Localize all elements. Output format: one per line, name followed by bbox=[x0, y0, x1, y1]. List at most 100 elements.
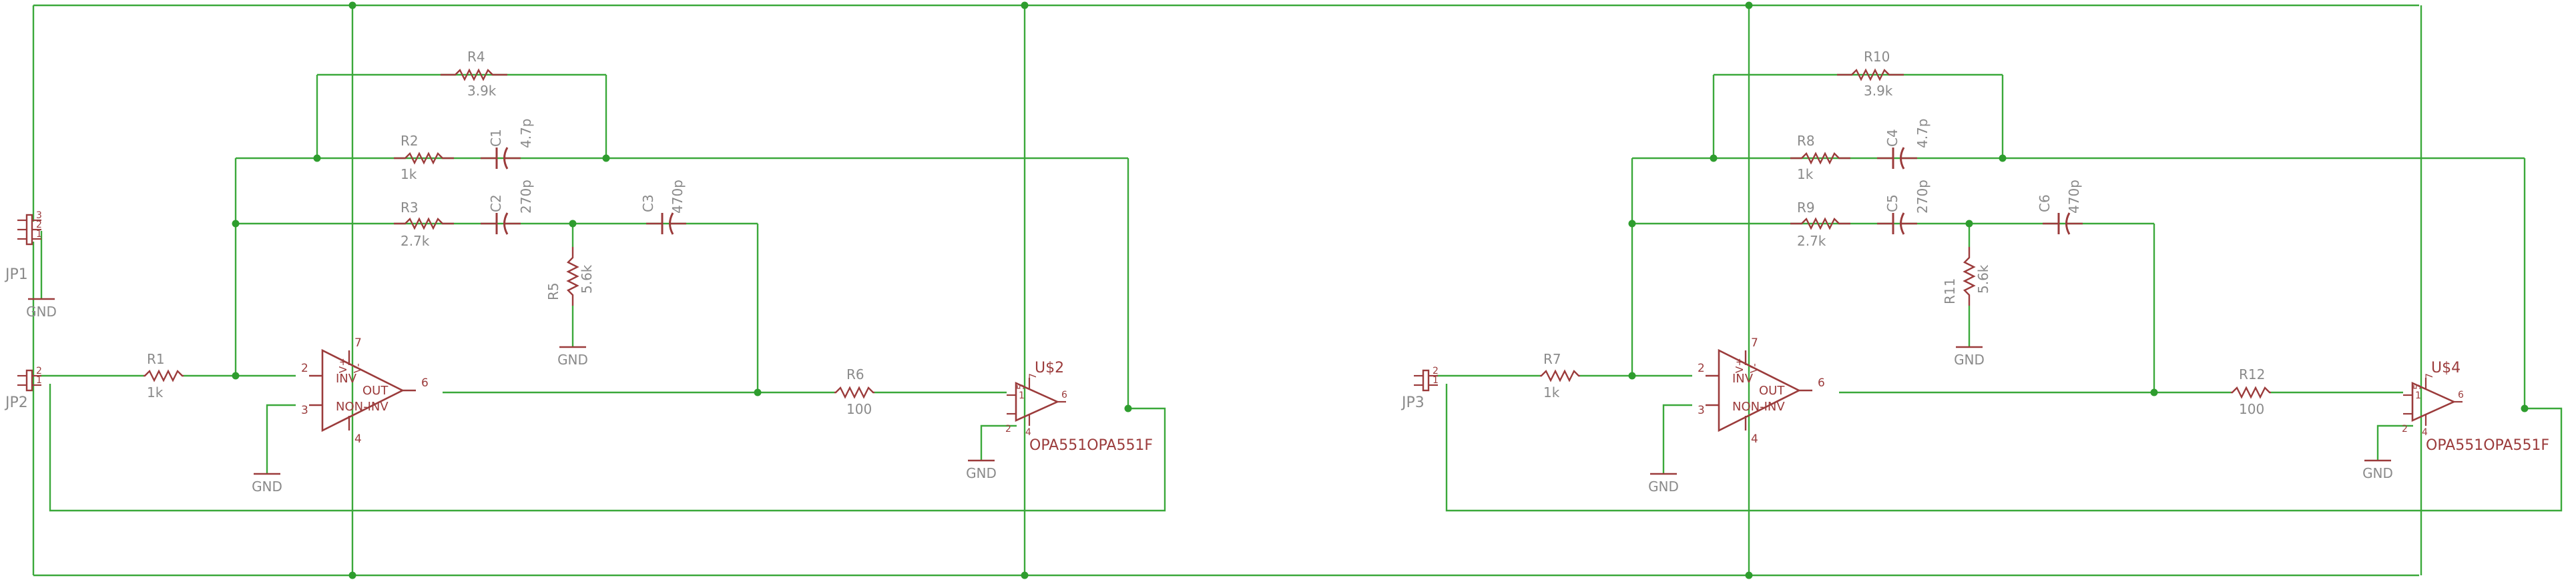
opamp-pin-number: 4 bbox=[1751, 432, 1758, 446]
resistor-name: R4 bbox=[467, 49, 485, 65]
opamp-pin-number: 4 bbox=[354, 432, 362, 446]
noninv-gnd-wire bbox=[1662, 404, 1692, 437]
capacitor-name: C1 bbox=[488, 129, 504, 147]
junction-dot bbox=[1745, 1, 1753, 9]
parts-layer bbox=[17, 68, 2463, 475]
resistor-name: R5 bbox=[545, 282, 561, 300]
resistor-name: R6 bbox=[846, 366, 864, 382]
resistor-r-top bbox=[1837, 68, 1904, 81]
buffer-pin-number: 2 bbox=[2402, 424, 2408, 434]
opamp-inv-label: INV bbox=[1732, 372, 1754, 386]
buffer-opamp-name: U$2 bbox=[1035, 360, 1064, 376]
capacitor-name: C6 bbox=[2037, 194, 2053, 212]
opamp-noninv-label: NON-INV bbox=[336, 400, 389, 414]
ground-label: GND bbox=[252, 479, 282, 495]
opamp-pin-number: 3 bbox=[1698, 404, 1705, 417]
ground-label: GND bbox=[966, 465, 997, 481]
capacitor-name: C5 bbox=[1884, 194, 1900, 212]
junction-dot bbox=[1124, 404, 1132, 412]
resistor-value: 5.6k bbox=[1975, 264, 1991, 294]
capacitor-c-top bbox=[481, 147, 521, 170]
resistor-value: 2.7k bbox=[1797, 233, 1826, 249]
junction-dot bbox=[232, 372, 240, 380]
resistor-value: 3.9k bbox=[1864, 83, 1893, 99]
junction-dot bbox=[2521, 404, 2529, 412]
buffer-pin-number: 7 bbox=[2424, 373, 2435, 379]
resistor-name: R10 bbox=[1864, 49, 1890, 65]
buffer-opamp-part: OPA551OPA551F bbox=[2426, 437, 2549, 454]
resistor-value: 2.7k bbox=[401, 233, 430, 249]
opamp-vminus-label: V- bbox=[1748, 363, 1760, 373]
resistor-r-mid bbox=[1790, 152, 1850, 165]
buffer-gnd-wire bbox=[2376, 424, 2413, 461]
connector-body bbox=[25, 369, 33, 392]
junction-dot bbox=[569, 220, 577, 228]
resistor-name: R1 bbox=[147, 351, 165, 367]
capacitor-c-top bbox=[1877, 147, 1917, 170]
resistor-value: 3.9k bbox=[467, 83, 497, 99]
opamp-pin-number: 2 bbox=[1698, 362, 1705, 375]
resistor-r-input bbox=[1540, 369, 1580, 382]
opamp-out-label: OUT bbox=[362, 384, 389, 398]
resistor-r-input bbox=[144, 369, 184, 382]
opamp-out-label: OUT bbox=[1759, 384, 1785, 398]
junction-dot bbox=[348, 1, 356, 9]
junction-dot bbox=[348, 571, 356, 579]
resistor-r-lower bbox=[394, 217, 454, 230]
noninv-gnd-wire bbox=[266, 404, 296, 437]
junction-dot bbox=[1745, 571, 1753, 579]
resistor-name: R8 bbox=[1797, 133, 1815, 149]
opamp-vplus-label: V+ bbox=[337, 358, 349, 373]
opamp-pin-number: 7 bbox=[1751, 336, 1758, 350]
capacitor-value: 470p bbox=[2066, 180, 2082, 214]
ground-label: GND bbox=[2362, 465, 2393, 481]
opamp-pin-number: 2 bbox=[301, 362, 308, 375]
buffer-pin-number: 2 bbox=[1005, 424, 1011, 434]
connector-pin-number: 2 bbox=[1433, 366, 1439, 376]
capacitor-c-mid bbox=[1877, 212, 1917, 235]
capacitor-c-mid bbox=[481, 212, 521, 235]
connector-name: JP1 bbox=[4, 266, 28, 283]
junction-dot bbox=[1710, 154, 1718, 162]
buffer-pin-number: 1 bbox=[1019, 390, 1025, 401]
junction-dot bbox=[313, 154, 321, 162]
capacitor-c-right bbox=[2043, 212, 2083, 235]
buffer-pin-number: 1 bbox=[2415, 390, 2421, 401]
connector-name: JP2 bbox=[4, 394, 28, 411]
junctions-layer bbox=[232, 1, 2529, 579]
junction-dot bbox=[1628, 372, 1636, 380]
junction-dot bbox=[232, 220, 240, 228]
resistor-value: 5.6k bbox=[579, 264, 595, 294]
junction-dot bbox=[1999, 154, 2007, 162]
ground-label: GND bbox=[1954, 352, 1985, 368]
junction-dot bbox=[1021, 571, 1029, 579]
buffer-pin-number: 7 bbox=[1028, 373, 1039, 379]
buffer-pin-number: 6 bbox=[1061, 390, 1067, 400]
junction-dot bbox=[754, 388, 762, 396]
buffer-pin-number: 4 bbox=[2422, 427, 2428, 438]
capacitor-name: C4 bbox=[1884, 129, 1900, 147]
resistor-name: R3 bbox=[401, 200, 419, 216]
junction-dot bbox=[2150, 388, 2158, 396]
resistor-name: R11 bbox=[1942, 278, 1958, 304]
resistor-value: 100 bbox=[846, 401, 872, 417]
junction-dot bbox=[1628, 220, 1636, 228]
resistor-name: R12 bbox=[2239, 366, 2265, 382]
buffer-opamp-triangle bbox=[2411, 381, 2457, 422]
capacitor-value: 4.7p bbox=[518, 118, 534, 148]
resistor-value: 1k bbox=[147, 384, 164, 400]
resistor-name: R2 bbox=[401, 133, 419, 149]
buffer-opamp-triangle bbox=[1015, 381, 1060, 422]
capacitor-value: 270p bbox=[1914, 180, 1930, 214]
connector-pin-number: 2 bbox=[36, 220, 42, 230]
buffer-return-loop bbox=[1445, 384, 2563, 512]
capacitor-name: C2 bbox=[488, 194, 504, 212]
resistor-r-output bbox=[2231, 386, 2271, 399]
buffer-gnd-wire bbox=[980, 424, 1017, 461]
capacitor-c-right bbox=[646, 212, 686, 235]
opamp-pin-number: 6 bbox=[1818, 376, 1825, 390]
junction-dot bbox=[1021, 1, 1029, 9]
resistor-value: 1k bbox=[1543, 384, 1560, 400]
